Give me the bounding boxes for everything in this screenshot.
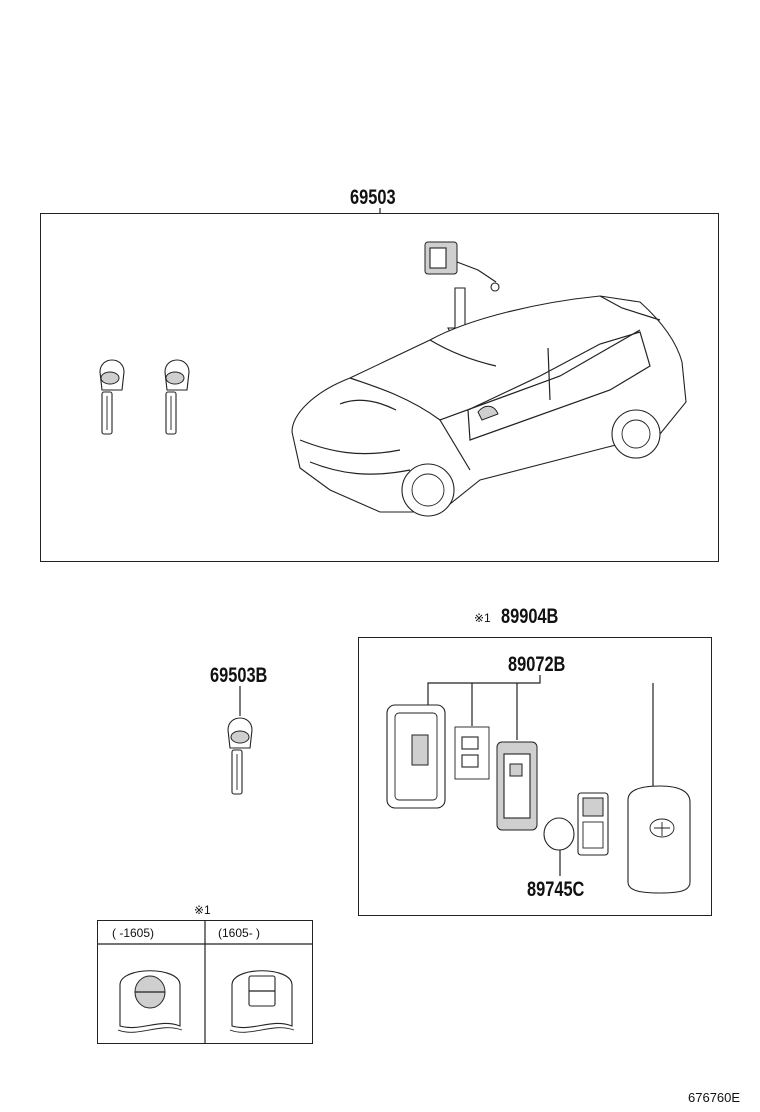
fob-variant-early [117,970,183,1033]
key-blank [227,717,253,795]
note-marker: ※1 [194,903,211,917]
transmitter-buttons [454,726,490,780]
battery-cell [543,817,575,851]
transmitter-rear-case [386,704,446,809]
figure-id: 676760E [688,1090,741,1105]
receiver-module [424,241,500,292]
note-col2-header: (1605- ) [218,926,261,940]
fob-variant-late [229,970,295,1033]
part-label-transmitter-case[interactable]: 89072B [508,653,566,676]
transmitter-set-frame [358,637,712,916]
key-left-2 [164,359,190,435]
note-col1-header: ( -1605) [112,926,155,940]
key-left-1 [99,359,125,435]
transmitter-front-cover [627,785,691,894]
transmitter-set-marker: ※1 [474,611,491,625]
part-label-key-blank[interactable]: 69503B [210,664,268,687]
main-set-frame [40,213,719,562]
transmitter-inner-frame [577,792,609,856]
part-label-transmitter-set[interactable]: 89904B [501,605,559,628]
car-illustration [291,295,687,517]
part-label-main-set[interactable]: 69503 [350,186,396,209]
transmitter-circuit-board [496,741,538,831]
part-label-battery[interactable]: 89745C [527,878,585,901]
